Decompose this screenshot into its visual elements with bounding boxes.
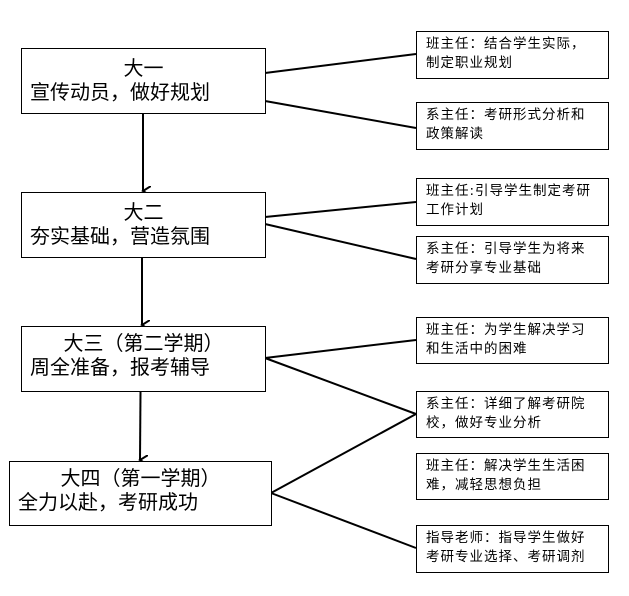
note-line: 校，做好专业分析 (426, 415, 542, 431)
note-box: 班主任：结合学生实际， 制定职业规划 (416, 31, 609, 79)
note-box: 班主任：解决学生生活困 难，减轻思想负担 (416, 453, 609, 500)
stage-subtitle: 周全准备，报考辅导 (30, 355, 210, 379)
stage-title: 大四（第一学期） (60, 466, 221, 490)
stage-box-year4: 大四（第一学期） 全力以赴，考研成功 (9, 461, 272, 526)
note-line: 考研专业选择、考研调剂 (426, 549, 586, 565)
connector-s2-n3 (264, 201, 417, 218)
note-line: 制定职业规划 (426, 55, 513, 71)
note-line: 考研分享专业基础 (426, 260, 542, 276)
stage-title: 大一 (123, 56, 164, 80)
connector-s2-n4 (264, 223, 417, 260)
note-line: 系主任：考研形式分析和 (426, 107, 586, 123)
note-line: 班主任：为学生解决学习 (426, 322, 586, 338)
note-line: 工作计划 (426, 202, 484, 218)
stage-subtitle: 夯实基础，营造氛围 (30, 224, 210, 248)
stage-title: 大二 (123, 200, 164, 224)
stage-box-year1: 大一 宣传动员，做好规划 (21, 48, 266, 114)
connector-s3-n5 (264, 339, 417, 359)
note-line: 班主任：结合学生实际， (426, 36, 586, 52)
connector-s4-n6 (270, 413, 417, 494)
note-box: 系主任：考研形式分析和 政策解读 (416, 102, 609, 150)
note-line: 班主任：解决学生生活困 (426, 458, 586, 474)
stage-box-year2: 大二 夯实基础，营造氛围 (21, 192, 266, 258)
stage-title: 大三（第二学期） (63, 331, 224, 355)
connector-s1-n1 (264, 53, 417, 74)
note-line: 指导老师：指导学生做好 (426, 530, 586, 546)
note-line: 政策解读 (426, 126, 484, 142)
note-line: 难，减轻思想负担 (426, 477, 542, 493)
note-box: 系主任：引导学生为将来 考研分享专业基础 (416, 236, 609, 284)
stage-subtitle: 全力以赴，考研成功 (18, 490, 198, 514)
note-box: 班主任：为学生解决学习 和生活中的困难 (416, 317, 609, 364)
note-line: 班主任:引导学生制定考研 (426, 183, 592, 199)
note-box: 指导老师：指导学生做好 考研专业选择、考研调剂 (416, 525, 609, 573)
connector-s1-n2 (264, 100, 417, 129)
note-box: 班主任:引导学生制定考研 工作计划 (416, 178, 609, 226)
note-line: 和生活中的困难 (426, 341, 528, 357)
note-line: 系主任：引导学生为将来 (426, 241, 586, 257)
note-line: 系主任：详细了解考研院 (426, 396, 586, 412)
connector-s4-n8 (270, 492, 417, 549)
note-box: 系主任：详细了解考研院 校，做好专业分析 (416, 391, 609, 438)
stage-subtitle: 宣传动员，做好规划 (30, 80, 210, 104)
connector-s3-n6 (264, 357, 417, 415)
stage-box-year3: 大三（第二学期） 周全准备，报考辅导 (21, 326, 266, 392)
